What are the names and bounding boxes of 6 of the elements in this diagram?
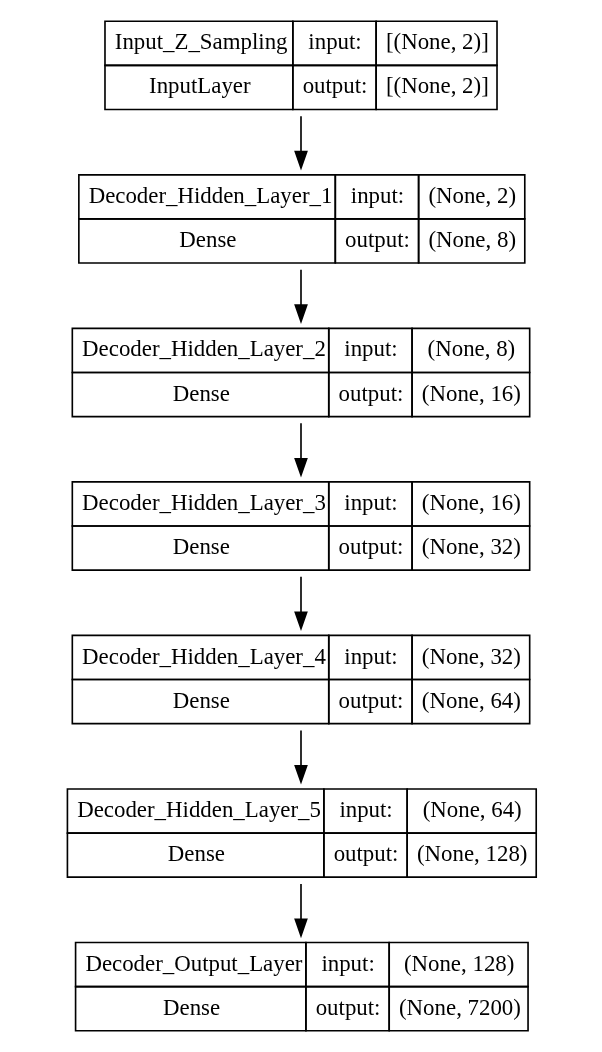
arrow	[294, 729, 308, 785]
arrow	[294, 576, 308, 632]
arrow	[294, 268, 308, 324]
arrow	[294, 422, 308, 478]
arrow	[294, 883, 308, 939]
arrow	[294, 115, 308, 171]
